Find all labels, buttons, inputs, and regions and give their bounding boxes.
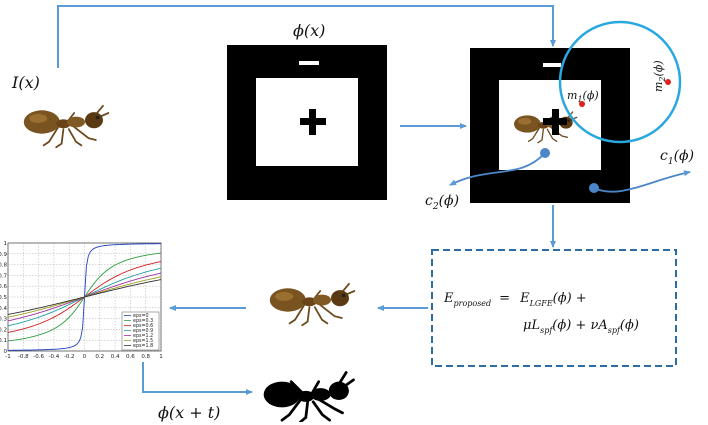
arrow-top-loop: [57, 5, 556, 68]
ant-image-icon: [22, 104, 110, 149]
y-tick-label: 0.2: [0, 327, 7, 333]
heaviside-curve: [7, 279, 162, 315]
ant-result-icon: [268, 282, 356, 327]
y-tick-label: 0.1: [0, 338, 7, 344]
plus-sign-icon: [300, 109, 326, 135]
phi-label: ϕ(x): [293, 21, 325, 40]
y-tick-label: 0: [4, 349, 8, 355]
c1-label: c1(ϕ): [660, 148, 694, 167]
plot-legend: eps=0eps=0.3eps=0.6eps=0.9eps=1.2eps=1.5…: [121, 311, 160, 351]
x-tick-label: 1: [159, 354, 163, 360]
x-tick-label: 0.6: [126, 354, 135, 360]
legend-entry: eps=1.5: [133, 338, 153, 344]
ant-silhouette-icon: [262, 371, 355, 422]
legend-box: [121, 311, 160, 351]
c1-curve-arrow: [593, 170, 691, 193]
y-tick-label: 0.7: [0, 273, 7, 279]
y-tick-label: 0.3: [0, 317, 7, 323]
legend-entry: eps=0.6: [133, 323, 153, 329]
plot-ticks: -1 -0.8 -0.6 -0.4 -0.2 0 0.2 0.4 0.6 0.8 1 0 0.1 0.2 0…: [0, 241, 163, 360]
minus-sign-icon: [299, 61, 319, 65]
x-tick-label: 0.4: [111, 354, 120, 360]
energy-line-2: μLspf(ϕ) + νAspf(ϕ): [523, 318, 639, 335]
y-tick-label: 0.8: [0, 263, 7, 269]
y-tick-label: 0.5: [0, 295, 7, 301]
y-tick-label: 1: [4, 241, 8, 247]
y-tick-label: 0.4: [0, 306, 7, 312]
x-tick-label: 0: [83, 354, 87, 360]
minus-sign-icon-2: [543, 63, 561, 67]
x-tick-label: -0.2: [64, 354, 75, 360]
m2-label: m2(ϕ): [652, 60, 667, 92]
legend-entry: eps=0.3: [133, 318, 153, 324]
x-tick-label: 0.2: [95, 354, 104, 360]
c2-label: c2(ϕ): [425, 193, 459, 212]
legend-entry: eps=1.8: [133, 343, 153, 349]
c2-curve-arrow: [449, 152, 546, 186]
energy-box: [431, 249, 677, 367]
legend-entry: eps=1.2: [133, 333, 153, 339]
energy-line-1: Eproposed=ELGFE(ϕ) +: [443, 291, 587, 308]
y-tick-label: 0.6: [0, 284, 7, 290]
x-tick-label: -1: [5, 354, 10, 360]
plus-sign-icon-2: [543, 109, 567, 135]
m1-label: m1(ϕ): [567, 89, 599, 104]
y-tick-label: 0.9: [0, 252, 7, 258]
legend-entry: eps=0.9: [133, 328, 153, 334]
region-circle: [558, 20, 682, 144]
x-tick-label: -0.4: [49, 354, 60, 360]
legend-entry: eps=0: [133, 313, 149, 319]
x-tick-label: -0.6: [33, 354, 44, 360]
x-tick-label: 0.8: [141, 354, 150, 360]
phi-shift-label: ϕ(x + t): [158, 403, 220, 422]
arrow-plot-to-silhouette: [142, 362, 253, 395]
plot-curves: [7, 243, 162, 351]
m1-dot: [579, 101, 585, 107]
x-tick-label: -0.8: [18, 354, 29, 360]
heaviside-plot: -1 -0.8 -0.6 -0.4 -0.2 0 0.2 0.4 0.6 0.8 1 0 0.1 0.2 0…: [0, 241, 163, 360]
image-label: I(x): [11, 73, 40, 92]
m2-dot: [665, 79, 671, 85]
